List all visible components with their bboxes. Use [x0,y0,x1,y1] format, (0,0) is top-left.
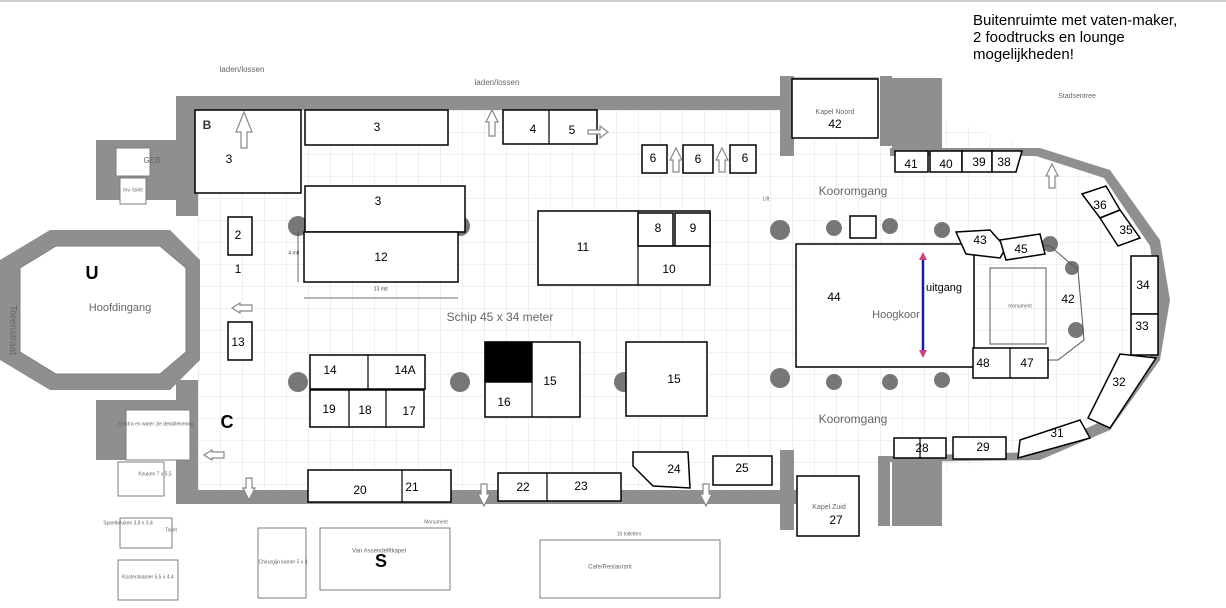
stand-39: 39 [972,155,986,169]
kapel-zuid-label: Kapel Zuid [812,504,846,511]
stand-6c: 6 [742,151,749,165]
elektra-label: Elektra en water zie detaillekening [118,421,194,427]
stand-35: 35 [1119,223,1133,237]
stand-2: 2 [235,228,242,242]
stand-13: 13 [231,335,245,349]
stand-34: 34 [1136,278,1150,292]
stand-12: 12 [374,250,388,264]
stands [194,78,1159,537]
cafe-label: Cafe/Restaurant [588,565,632,571]
stand-22: 22 [516,480,530,494]
stand-3b: 3 [374,120,381,134]
street-label: Torenstraat [7,305,18,355]
monument-label: monument [1008,303,1032,309]
stand-10: 10 [662,262,676,276]
stand-23: 23 [574,479,588,493]
lift-label: Lift [763,196,770,202]
stand-43: 43 [973,233,987,247]
stand-40: 40 [939,157,953,171]
stand-8: 8 [655,221,662,235]
stand-24: 24 [667,462,681,476]
stadsentree-label: Stadsentree [1058,93,1096,100]
stand-4: 4 [530,122,537,136]
monument-label-2: Monument [424,519,448,525]
stand-42a: 42 [828,117,842,131]
stand-3c: 3 [375,194,382,208]
hoogkoor-label: Hoogkoor [872,309,920,321]
chirurgijn-label: Chirurgijn kamer 5 x 3 [259,559,308,565]
stand-38: 38 [997,155,1011,169]
stand-18: 18 [358,403,372,417]
dim-13m: 13 mtr [374,286,389,292]
kapel-noord-label: Kapel Noord [816,109,855,116]
stand-14a: 14A [394,363,415,377]
keuken-label: Keuken 7 x 5,5 [138,471,172,477]
hoofdingang-label: Hoofdingang [89,302,151,314]
dimension-lines [297,232,458,299]
stand-42b: 42 [1061,292,1075,306]
stand-32: 32 [1112,375,1126,389]
letter-s: S [375,551,387,571]
toiletten-label: 16 tolletten [617,531,642,537]
outdoor-note: Buitenruimte met vaten-maker, 2 foodtruc… [973,12,1178,63]
stand-45: 45 [1014,242,1028,256]
stand-29: 29 [976,440,990,454]
assendelft-label: Van Assendelftkapel [352,549,406,555]
geb-label: GEB [144,156,161,165]
uitgang-label: uitgang [926,282,962,294]
stand-33: 33 [1135,319,1149,333]
kooromgang-south: Kooromgang [819,412,888,426]
toilet-label: Toilet [165,527,177,533]
stand-21: 21 [405,480,419,494]
letter-c: C [221,412,234,432]
direction-arrows [202,108,1059,508]
letter-o: O [506,354,518,371]
letter-u: U [86,263,99,283]
stand-20: 20 [353,483,367,497]
invtoilet-label: Inv. toilet [123,187,143,193]
stand-dividers [348,110,1011,502]
stand-41: 41 [904,157,918,171]
exit-route [919,252,927,358]
stand-15b: 15 [667,372,681,386]
kooromgang-north: Kooromgang [819,184,888,198]
stand-17: 17 [402,404,416,418]
stand-5: 5 [569,123,576,137]
schip-label: Schip 45 x 34 meter [447,310,554,324]
stand-27: 27 [829,513,843,527]
laden-lossen-2: laden/lossen [475,78,520,87]
stand-15a: 15 [543,374,557,388]
stand-1: 1 [235,262,242,276]
kosterskamer-label: Kosterskamer 5,5 x 4,4 [122,574,174,580]
stand-9: 9 [690,221,697,235]
dim-4m: 4 mtr [288,250,300,256]
stand-28: 28 [915,441,929,455]
stand-6a: 6 [650,151,657,165]
stand-19: 19 [322,402,336,416]
stand-44: 44 [827,290,841,304]
stand-11: 11 [577,240,590,254]
stand-3a: 3 [226,152,233,166]
stand-31: 31 [1050,426,1064,440]
laden-lossen-1: laden/lossen [220,65,265,74]
stand-47: 47 [1020,356,1034,370]
stand-48: 48 [976,356,990,370]
spoelkeuken-label: Spoelkeuken 3,8 x 3,4 [103,520,153,526]
stand-6b: 6 [695,152,702,166]
stand-14: 14 [323,363,337,377]
stand-16: 16 [497,395,511,409]
marker-b: B [203,118,212,132]
stand-36: 36 [1093,198,1107,212]
top-border [0,0,1226,2]
stand-25: 25 [735,461,749,475]
